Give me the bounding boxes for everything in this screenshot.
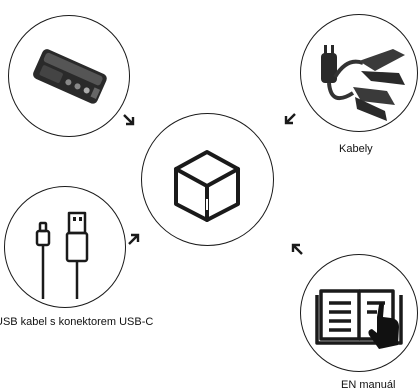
usb-circle xyxy=(4,186,126,308)
arrow-icon-device xyxy=(123,114,135,126)
manual-book-icon xyxy=(315,289,403,349)
usb-label: USB kabel s konektorem USB-C xyxy=(0,316,154,328)
cables-label: Kabely xyxy=(339,143,373,155)
arrow-icon-cables xyxy=(284,113,296,125)
cables-circle xyxy=(300,14,418,132)
usb-cable-icon xyxy=(35,211,89,299)
box-icon xyxy=(174,150,240,222)
manual-circle xyxy=(300,254,418,372)
arrow-icon-manual xyxy=(291,243,303,255)
manual-label: EN manuál xyxy=(341,379,396,391)
center-box-circle xyxy=(141,113,274,246)
device-circle xyxy=(8,15,130,137)
jump-starter-device-icon xyxy=(33,49,107,104)
clamp-cables-icon xyxy=(321,45,405,121)
arrow-icon-usb xyxy=(128,233,140,245)
